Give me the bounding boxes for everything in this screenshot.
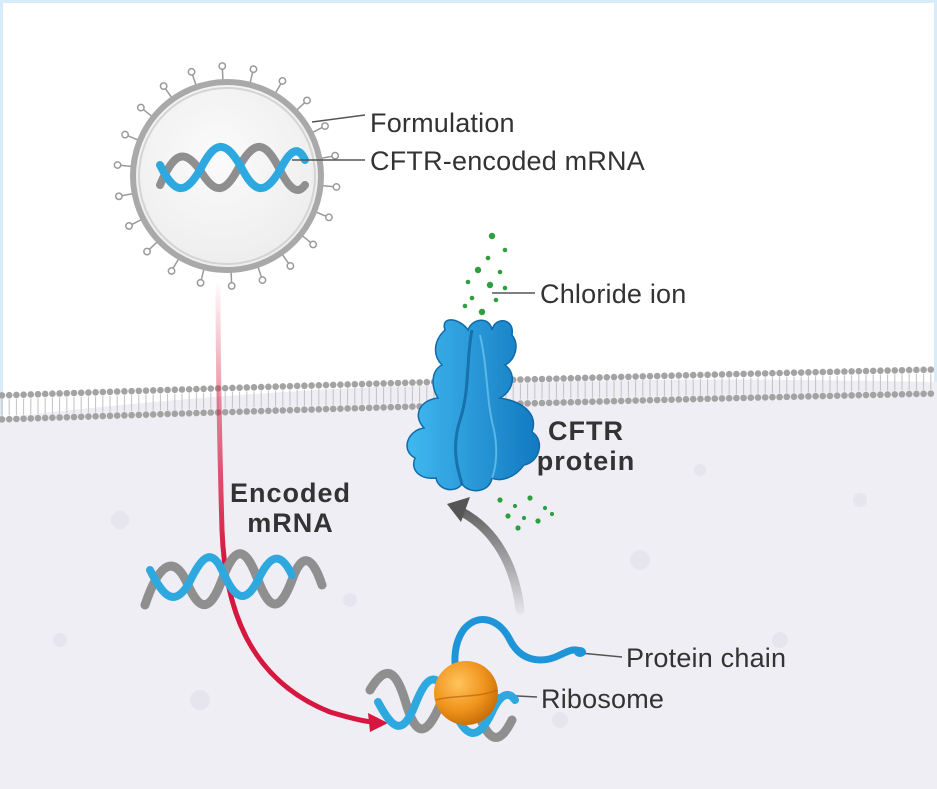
translation-arrow	[447, 497, 525, 615]
chloride-ions-inside	[497, 495, 555, 531]
ribosome-complex	[365, 616, 586, 742]
label-encoded-mrna-line1: Encoded	[229, 478, 351, 508]
label-formulation: Formulation	[370, 108, 515, 138]
lipid-nanoparticle	[113, 62, 341, 290]
cftr-protein-channel	[406, 319, 541, 492]
label-encoded-mrna-line2: mRNA	[247, 508, 334, 538]
label-cftr-protein-line2: protein	[536, 446, 636, 476]
label-cftr-encoded-mrna: CFTR-encoded mRNA	[370, 146, 645, 176]
ribosome-body	[434, 661, 498, 725]
label-ribosome: Ribosome	[541, 684, 665, 714]
lnp-mrna-strand	[156, 142, 309, 194]
label-encoded-mrna: Encoded mRNA	[218, 478, 363, 538]
protein-chain-strand	[451, 616, 586, 684]
label-cftr-protein: CFTR protein	[530, 416, 642, 476]
label-chloride-ion: Chloride ion	[540, 279, 687, 309]
chloride-ions-outside	[462, 232, 508, 316]
encoded-mrna-strand	[140, 549, 327, 610]
cytoplasm-texture	[53, 464, 867, 728]
leader-lines	[292, 114, 623, 698]
arrow-head-icon	[368, 713, 388, 732]
cell-cytoplasm	[0, 379, 937, 789]
label-protein-chain: Protein chain	[626, 643, 787, 673]
label-cftr-protein-line1: CFTR	[548, 416, 624, 446]
arrow-up-icon	[447, 497, 470, 522]
